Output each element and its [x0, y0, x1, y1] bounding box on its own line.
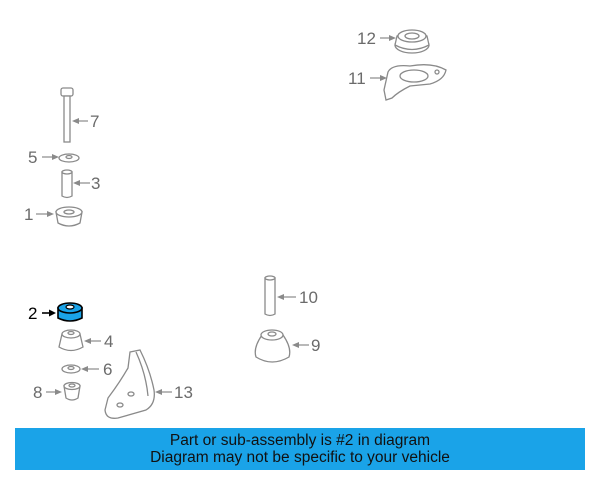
- callout-10[interactable]: 10: [299, 288, 318, 307]
- leader-10: [277, 294, 296, 300]
- part-6-washer[interactable]: [61, 364, 81, 374]
- leader-7: [72, 118, 88, 124]
- callout-13[interactable]: 13: [174, 383, 193, 402]
- callout-1[interactable]: 1: [24, 205, 33, 224]
- callout-6[interactable]: 6: [103, 360, 112, 379]
- callout-5[interactable]: 5: [28, 148, 37, 167]
- banner-line-1: Part or sub-assembly is #2 in diagram: [169, 432, 431, 449]
- callout-2[interactable]: 2: [28, 304, 37, 323]
- leader-8: [46, 389, 62, 395]
- info-banner: Part or sub-assembly is #2 in diagram Di…: [15, 428, 585, 470]
- leader-2: [42, 309, 56, 317]
- leader-1: [36, 211, 54, 217]
- callout-12[interactable]: 12: [357, 29, 376, 48]
- leader-11: [370, 75, 387, 81]
- banner-line-2: Diagram may not be specific to your vehi…: [150, 449, 450, 466]
- part-11-bracket[interactable]: [383, 64, 447, 101]
- part-3-sleeve[interactable]: [61, 169, 73, 199]
- part-13-bracket[interactable]: [104, 349, 155, 419]
- leader-9: [292, 342, 309, 348]
- part-10-pin[interactable]: [264, 275, 276, 317]
- callout-8[interactable]: 8: [33, 383, 42, 402]
- part-8-nut[interactable]: [63, 381, 81, 401]
- leader-5: [42, 154, 59, 160]
- callout-9[interactable]: 9: [311, 336, 320, 355]
- part-4-bushing[interactable]: [58, 329, 84, 352]
- part-12-bushing[interactable]: [394, 29, 430, 54]
- leader-6: [81, 366, 99, 372]
- part-9-mount[interactable]: [254, 329, 291, 363]
- leader-4: [84, 338, 101, 344]
- callout-7[interactable]: 7: [90, 112, 99, 131]
- part-5-washer[interactable]: [58, 153, 80, 163]
- part-2-insulator-highlighted[interactable]: [57, 302, 83, 322]
- leader-13: [155, 389, 172, 395]
- leader-12: [380, 35, 396, 41]
- leader-3: [73, 180, 90, 186]
- callout-3[interactable]: 3: [91, 174, 100, 193]
- part-1-bushing[interactable]: [55, 206, 83, 227]
- callout-11[interactable]: 11: [348, 69, 366, 88]
- callout-4[interactable]: 4: [104, 332, 113, 351]
- part-7-bolt[interactable]: [60, 87, 74, 143]
